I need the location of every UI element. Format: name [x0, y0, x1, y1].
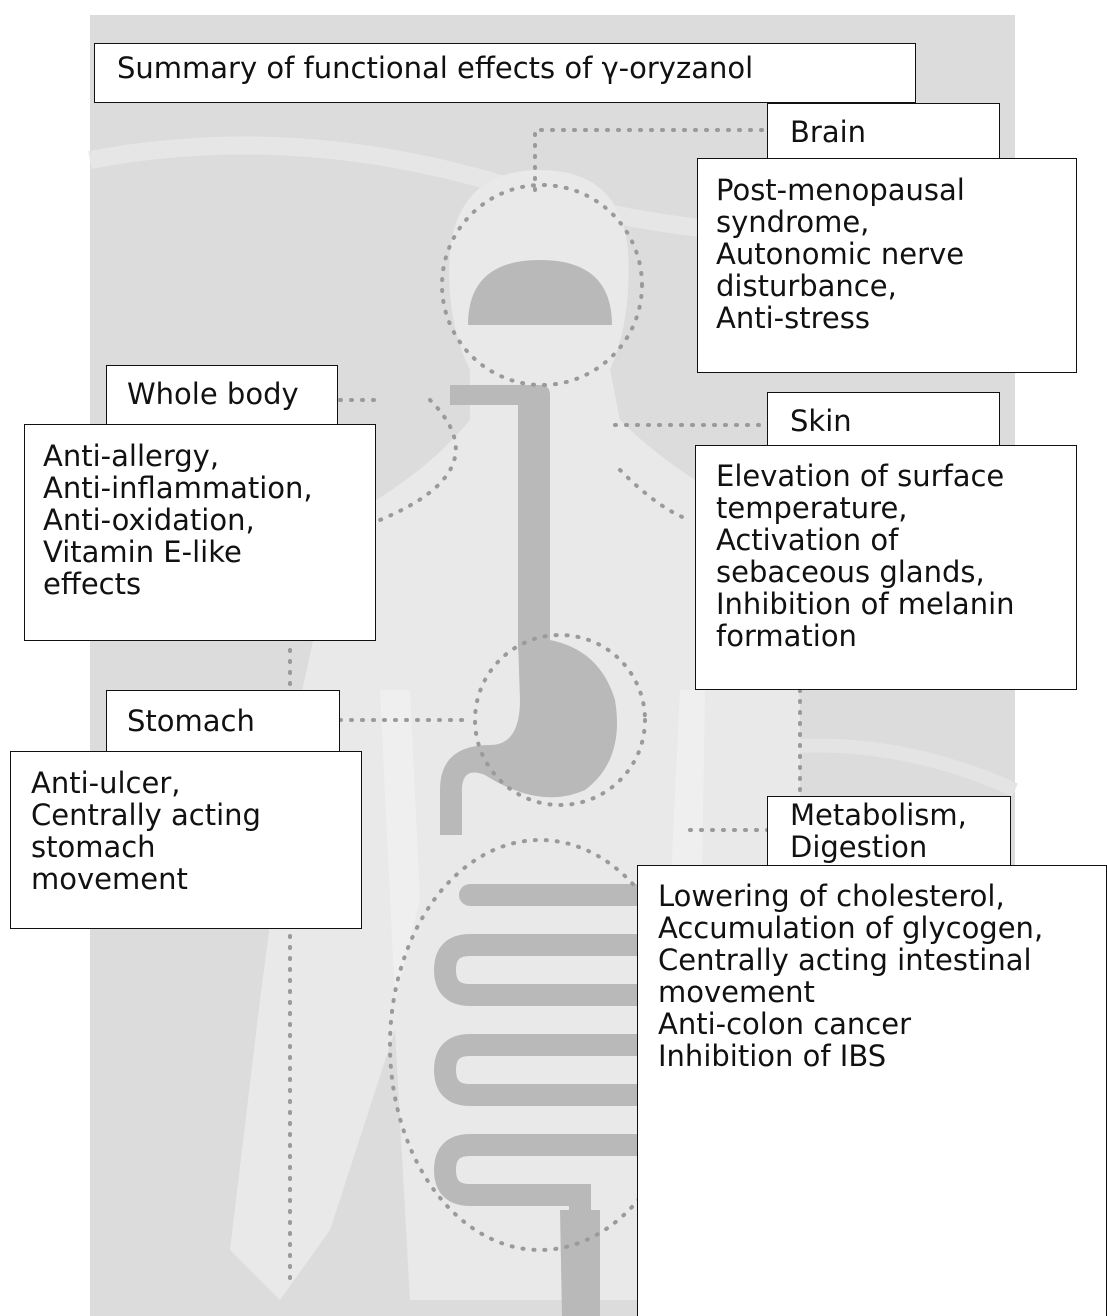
metabolism-label: Digestion: [790, 831, 988, 863]
whole-body-effect-line: Anti-allergy,: [43, 440, 357, 472]
skin-effect-line: Elevation of surface: [716, 460, 1056, 492]
skin-effects-box: Elevation of surface temperature, Activa…: [695, 445, 1077, 690]
metabolism-effect-line: Accumulation of glycogen,: [658, 912, 1086, 944]
metabolism-effect-line: Inhibition of IBS: [658, 1040, 1086, 1072]
brain-effect-line: Post-menopausal: [716, 174, 1058, 206]
brain-label: Brain: [790, 116, 977, 148]
whole-body-effect-line: Anti-oxidation,: [43, 504, 357, 536]
stomach-effect-line: movement: [31, 863, 341, 895]
stomach-label-box: Stomach: [106, 690, 340, 752]
rectum-shape: [560, 1210, 600, 1316]
stomach-effect-line: Centrally acting: [31, 799, 341, 831]
skin-effect-line: Inhibition of melanin: [716, 588, 1056, 620]
brain-label-box: Brain: [767, 103, 1000, 159]
metabolism-label-box: Metabolism, Digestion: [767, 796, 1011, 868]
skin-effect-line: sebaceous glands,: [716, 556, 1056, 588]
brain-effect-line: syndrome,: [716, 206, 1058, 238]
stomach-effect-line: stomach: [31, 831, 341, 863]
stomach-label: Stomach: [127, 705, 319, 737]
metabolism-label: Metabolism,: [790, 799, 988, 831]
skin-effect-line: temperature,: [716, 492, 1056, 524]
stomach-effect-line: Anti-ulcer,: [31, 767, 341, 799]
brain-effect-line: Anti-stress: [716, 302, 1058, 334]
brain-effect-line: Autonomic nerve: [716, 238, 1058, 270]
brain-effect-line: disturbance,: [716, 270, 1058, 302]
skin-effect-line: formation: [716, 620, 1056, 652]
whole-body-effects-box: Anti-allergy, Anti-inflammation, Anti-ox…: [24, 424, 376, 641]
metabolism-effects-box: Lowering of cholesterol, Accumulation of…: [637, 865, 1107, 1316]
page-title: Summary of functional effects of γ-oryza…: [117, 52, 893, 84]
whole-body-effect-line: Anti-inflammation,: [43, 472, 357, 504]
skin-label: Skin: [790, 405, 977, 437]
whole-body-effect-line: Vitamin E-like: [43, 536, 357, 568]
metabolism-effect-line: Anti-colon cancer: [658, 1008, 1086, 1040]
skin-label-box: Skin: [767, 392, 1000, 446]
title-box: Summary of functional effects of γ-oryza…: [94, 43, 916, 103]
whole-body-effect-line: effects: [43, 568, 357, 600]
metabolism-effect-line: Centrally acting intestinal: [658, 944, 1086, 976]
metabolism-effect-line: movement: [658, 976, 1086, 1008]
skin-effect-line: Activation of: [716, 524, 1056, 556]
metabolism-effect-line: Lowering of cholesterol,: [658, 880, 1086, 912]
whole-body-label: Whole body: [127, 378, 317, 410]
whole-body-label-box: Whole body: [106, 365, 338, 425]
brain-effects-box: Post-menopausal syndrome, Autonomic nerv…: [697, 158, 1077, 373]
stomach-effects-box: Anti-ulcer, Centrally acting stomach mov…: [10, 751, 362, 929]
